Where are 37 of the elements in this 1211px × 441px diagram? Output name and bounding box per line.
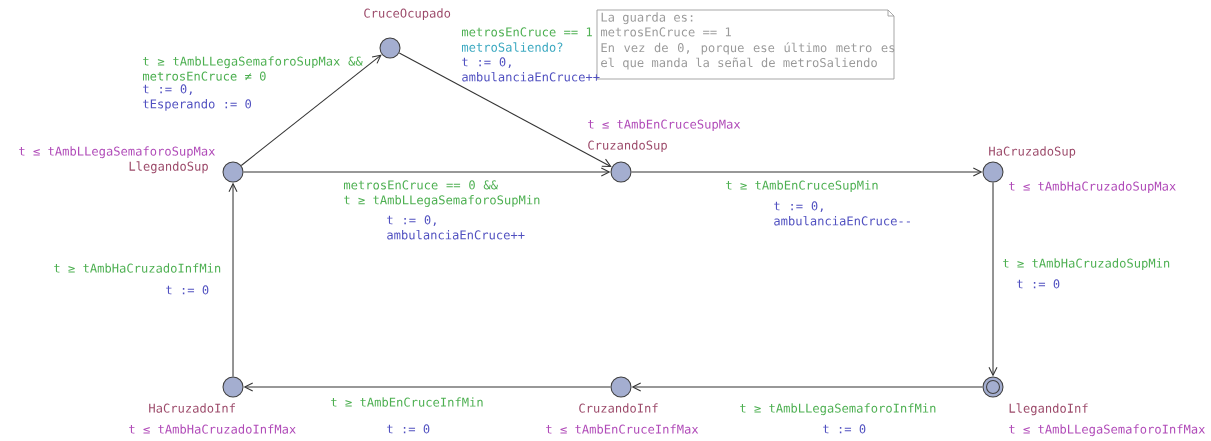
invariant-label: t ≤ tAmbLLegaSemaforoSupMax [19,146,215,159]
guard-label: t ≥ tAmbEnCruceInfMin [331,397,483,407]
state-name: CruceOcupado [364,8,451,21]
update-label: t := 0, ambulanciaEnCruce++ [387,215,525,240]
update-label: t := 0 [166,285,209,295]
transition-arrow [631,167,983,177]
invariant-label: t ≤ tAmbLLegaSemaforoInfMax [1009,424,1205,437]
guard-label: metrosEnCruce == 1 [462,27,592,37]
guard-label: t ≥ tAmbHaCruzadoInfMin [54,263,221,273]
state-name: CruzandoInf [579,403,658,413]
transition-arrow [631,382,983,392]
invariant-label: t ≤ tAmbEnCruceInfMax [546,424,699,434]
state-name: CruzandoSup [588,140,667,153]
state-name: HaCruzadoInf [149,403,235,413]
transition-arrow [243,382,611,392]
update-label: t := 0 [1017,279,1060,289]
state-name: LlegandoInf [1009,403,1088,416]
update-label: t := 0 [387,424,430,434]
update-label: t := 0 [823,424,866,434]
update-label: t := 0, ambulanciaEnCruce-- [774,201,910,226]
state-name: HaCruzadoSup [989,146,1076,159]
guard-label: t ≥ tAmbLLegaSemaforoInfMin [740,403,936,416]
invariant-label: t ≤ tAmbHaCruzadoInfMax [129,424,296,434]
state-name: LlegandoSup [129,161,208,174]
sync-label: metroSaliendo? [462,42,563,52]
transition-arrow [988,182,998,377]
guard-label: t ≥ tAmbHaCruzadoSupMin [1003,258,1170,271]
transition-arrow [228,182,238,377]
transition-arrow [398,52,612,167]
invariant-label: t ≤ tAmbEnCruceSupMax [588,119,741,132]
guard-label: t ≥ tAmbEnCruceSupMin [726,180,878,193]
update-label: t := 0, tEsperando := 0 [143,84,252,111]
transition-arrow [243,167,611,177]
transition-arrow [240,54,382,166]
invariant-label: t ≤ tAmbHaCruzadoSupMax [1009,181,1176,194]
guard-label: t ≥ tAmbLLegaSemaforoSupMax && metrosEnCruce ≠ 0 [143,56,363,81]
guard-label: metrosEnCruce == 0 && t ≥ tAmbLLegaSemaforoSupMin [344,180,540,207]
